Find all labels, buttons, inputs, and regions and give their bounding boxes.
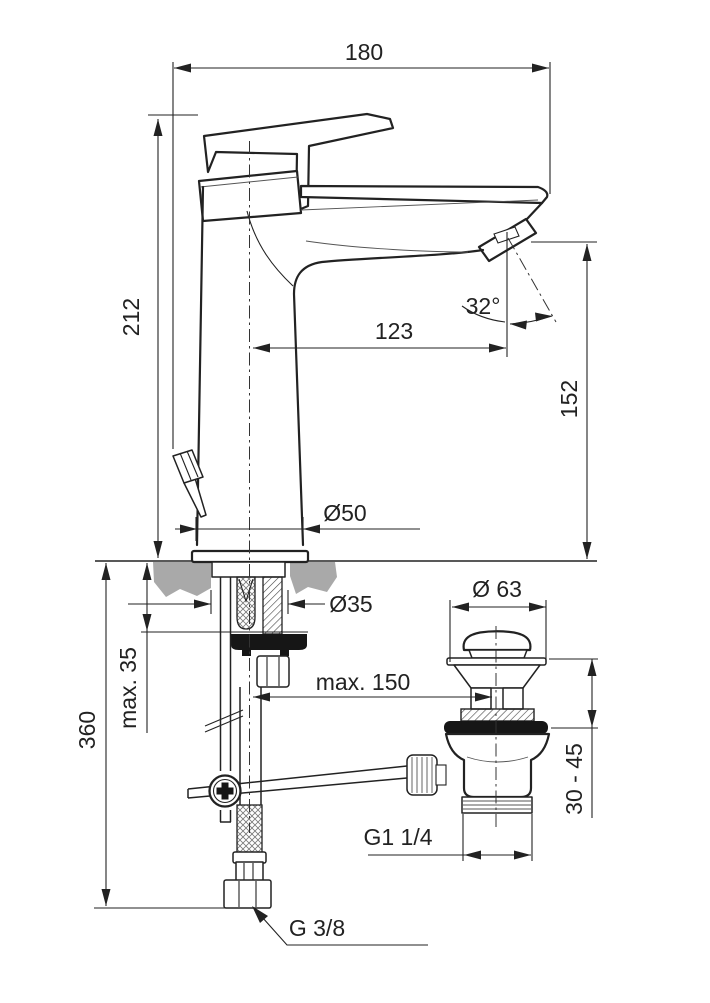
waste-upper-body (453, 664, 541, 689)
angle-32-label: 32° (466, 293, 501, 319)
dim-152-label: 152 (556, 380, 582, 418)
spout-deck (299, 184, 549, 205)
thread-g114-label: G1 1/4 (363, 824, 432, 850)
mixer-handle (202, 112, 395, 213)
waste-tailpiece-thread (461, 796, 533, 814)
thread-g38-label: G 3/8 (289, 915, 345, 941)
dia-63-label: Ø 63 (472, 576, 522, 602)
waste-knurl-ring (460, 708, 535, 722)
pop-up-waste (406, 630, 551, 814)
underside-inner-edge (305, 240, 469, 253)
dia-35-label: Ø35 (329, 591, 372, 617)
countertop-cross-section (153, 562, 337, 597)
dim-360-label: 360 (74, 711, 100, 749)
centerlines (249, 141, 557, 833)
dim-123-label: 123 (375, 318, 413, 344)
jet-angle-line (507, 237, 557, 323)
waste-adjuster-knob (406, 754, 447, 796)
spout-underside (292, 248, 485, 547)
max-35-label: max. 35 (115, 647, 141, 729)
spout-tip-edge (525, 201, 544, 221)
pop-up-waste-plug (462, 630, 532, 659)
hose-nut (223, 879, 272, 909)
fixing-washer (231, 634, 307, 656)
drain-control-lever (172, 449, 207, 518)
max-150-label: max. 150 (316, 669, 411, 695)
rod-coupler-knob (208, 774, 242, 808)
mixer-column (195, 185, 205, 547)
fixing-nut (256, 655, 290, 688)
dim-180-label: 180 (345, 39, 383, 65)
supply-hose (223, 687, 272, 909)
threaded-fixing-stud (262, 576, 283, 635)
range-30-45-label: 30 - 45 (561, 743, 587, 815)
body-junction-curve (246, 210, 294, 287)
mounting-block (211, 561, 286, 578)
fixing-dowel (236, 576, 256, 630)
waste-body (444, 732, 551, 799)
rod-break-marks (204, 709, 244, 733)
deck-near-edge (300, 199, 539, 211)
basin-mixer (172, 112, 549, 909)
dimensions: 180 212 123 32° 152 Ø50 Ø35 max. 35 360 … (74, 39, 598, 946)
pop-up-rod (204, 577, 244, 823)
dia-50-label: Ø50 (323, 500, 366, 526)
dim-212-label: 212 (118, 298, 144, 336)
